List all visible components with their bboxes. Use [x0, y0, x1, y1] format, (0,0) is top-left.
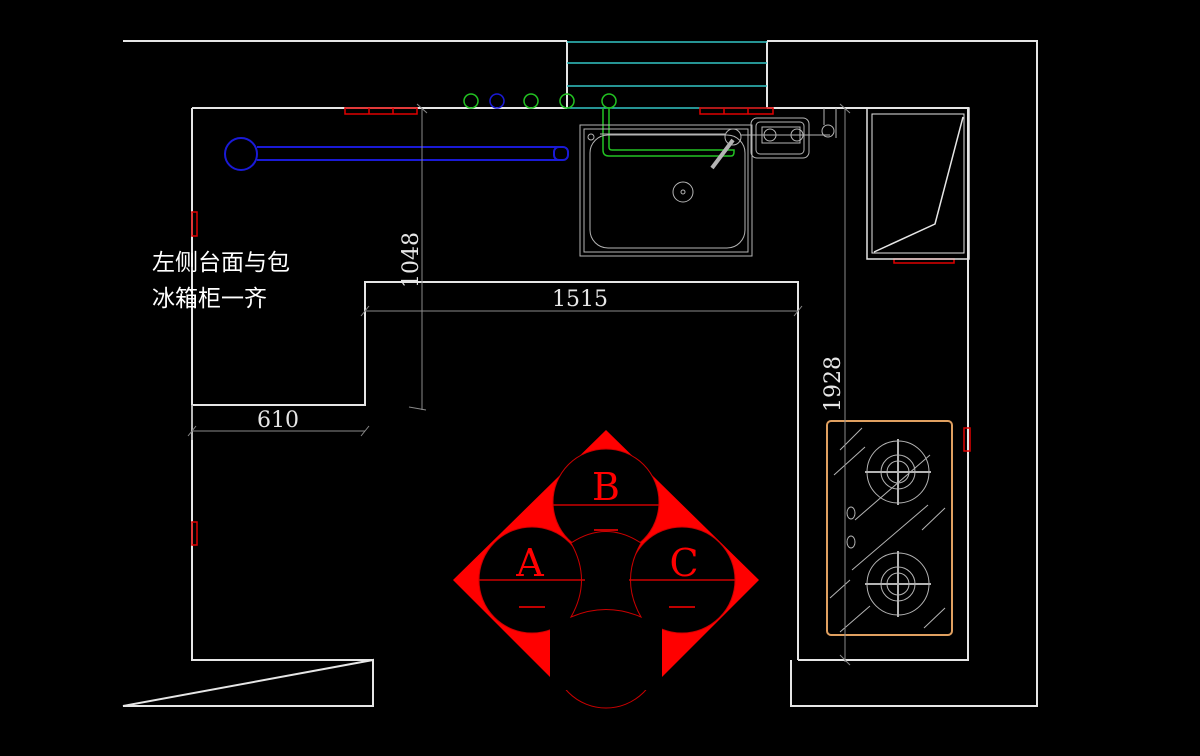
- sink-icon: [579, 124, 753, 257]
- zone-label-a: A: [515, 541, 544, 585]
- dimension-610: 610: [187, 405, 370, 440]
- socket-left-lower: [191, 521, 198, 546]
- drain-pipe-icon: [224, 137, 569, 171]
- left-counter-edge: [192, 281, 799, 660]
- socket-group-top-right: [699, 107, 774, 115]
- gas-cooktop-icon: [826, 420, 953, 636]
- refrigerator-icon: [866, 107, 970, 260]
- valve-box-icon: [741, 108, 837, 159]
- zone-label-b: B: [592, 465, 620, 509]
- work-triangle-diagram: B A C: [453, 430, 759, 709]
- dimension-label-1928: 1928: [821, 356, 846, 412]
- dimension-1928: 1928: [821, 103, 851, 666]
- socket-group-top-left: [344, 107, 418, 115]
- socket-left-upper: [191, 211, 198, 237]
- window-icon: [566, 41, 768, 109]
- note-line-1: 左侧台面与包: [152, 250, 290, 276]
- faucet-icon: [600, 128, 742, 170]
- dimension-label-610: 610: [257, 408, 299, 433]
- dimension-label-1048: 1048: [399, 232, 424, 288]
- zone-label-c: C: [669, 541, 698, 585]
- dimension-1515: 1515: [360, 287, 803, 317]
- dimension-1048: 1048: [399, 103, 428, 411]
- socket-right: [963, 427, 971, 452]
- note-line-2: 冰箱柜一齐: [152, 286, 267, 312]
- dimension-label-1515: 1515: [552, 287, 608, 312]
- water-pipe-icon: [463, 93, 735, 157]
